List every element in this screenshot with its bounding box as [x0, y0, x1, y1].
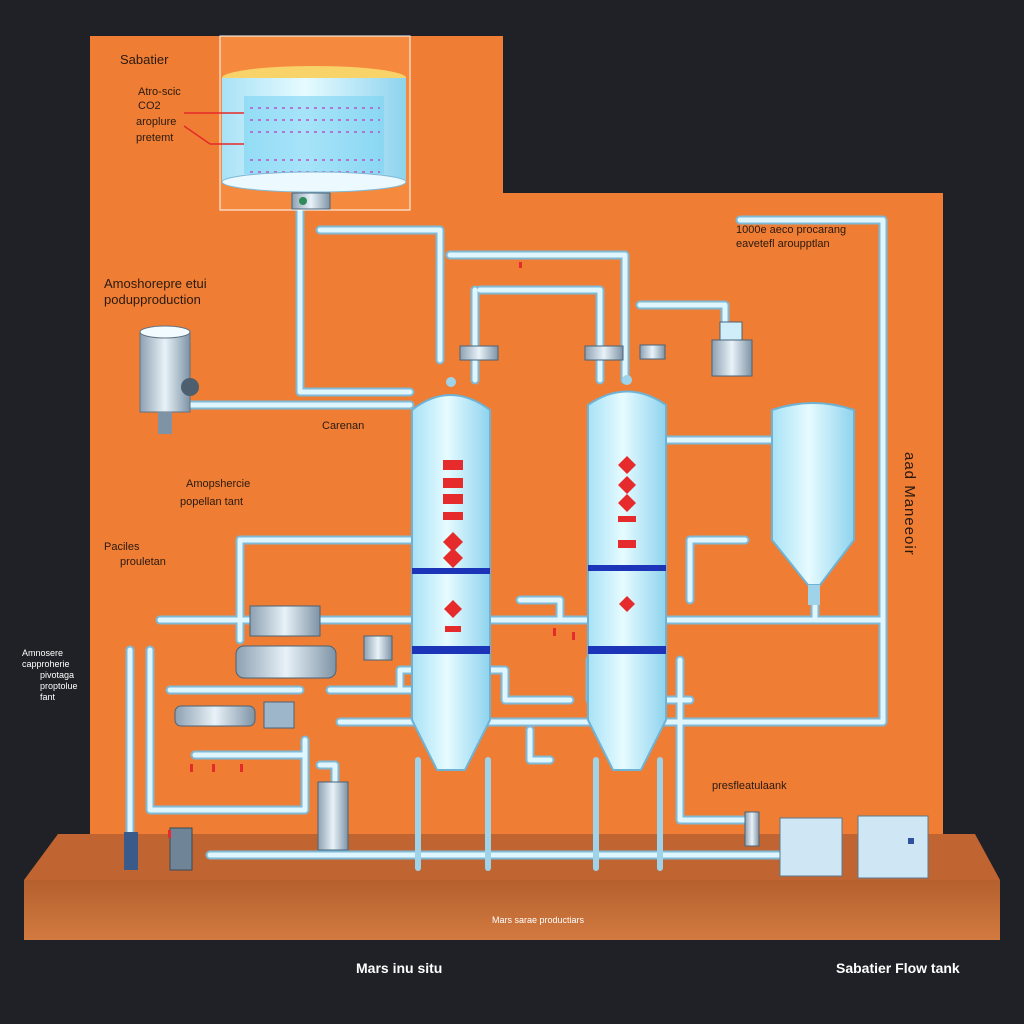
sabatier-reactor-1	[411, 345, 499, 771]
sabatier-reactor-2	[584, 344, 667, 771]
right-bottom-note: presfleatulaank	[712, 780, 787, 792]
left-note-1-line-1: Amoshorepre etui	[104, 276, 207, 291]
left-edge-note-line-2: capproherie	[22, 659, 70, 669]
left-edge-note-line-4: proptolue	[40, 681, 78, 691]
ground-text: Mars sarae productiars	[492, 915, 585, 925]
left-note-2-line-1: Amopshercie	[186, 478, 251, 490]
right-top-note-line-1: 1000e aeco procarang	[736, 224, 847, 236]
caption-left: Mars inu situ	[356, 960, 443, 976]
left-note-3-line-1: Paciles	[104, 541, 140, 553]
vertical-right-label: aad Maneeoir	[901, 452, 918, 556]
valves	[168, 262, 575, 838]
mars-ground	[24, 880, 1000, 940]
left-note-3-line-2: prouletan	[120, 556, 166, 568]
compressor-units	[124, 605, 929, 879]
co2-note-line-1: Atro-scic	[138, 86, 181, 98]
co2-capture-tank	[183, 35, 411, 211]
co2-note-line-3: aroplure	[136, 116, 177, 128]
carenan-label: Carenan	[322, 420, 365, 432]
diagram-title: Sabatier	[120, 52, 169, 67]
right-top-note-line-2: eavetefl aroupptlan	[736, 238, 830, 250]
left-edge-note-line-1: Amnosere	[22, 648, 64, 658]
methane-storage-tank	[711, 321, 855, 605]
co2-note-line-4: pretemt	[136, 132, 174, 144]
left-edge-note-line-3: pivotaga	[40, 670, 75, 680]
caption-right: Sabatier Flow tank	[836, 960, 960, 976]
co2-note-line-2: CO2	[138, 100, 161, 112]
left-edge-note-line-5: fant	[40, 692, 56, 702]
atmosphere-intake-tank	[139, 325, 199, 434]
left-note-1-line-2: podupproduction	[104, 292, 201, 307]
left-note-2-line-2: popellan tant	[180, 496, 243, 508]
